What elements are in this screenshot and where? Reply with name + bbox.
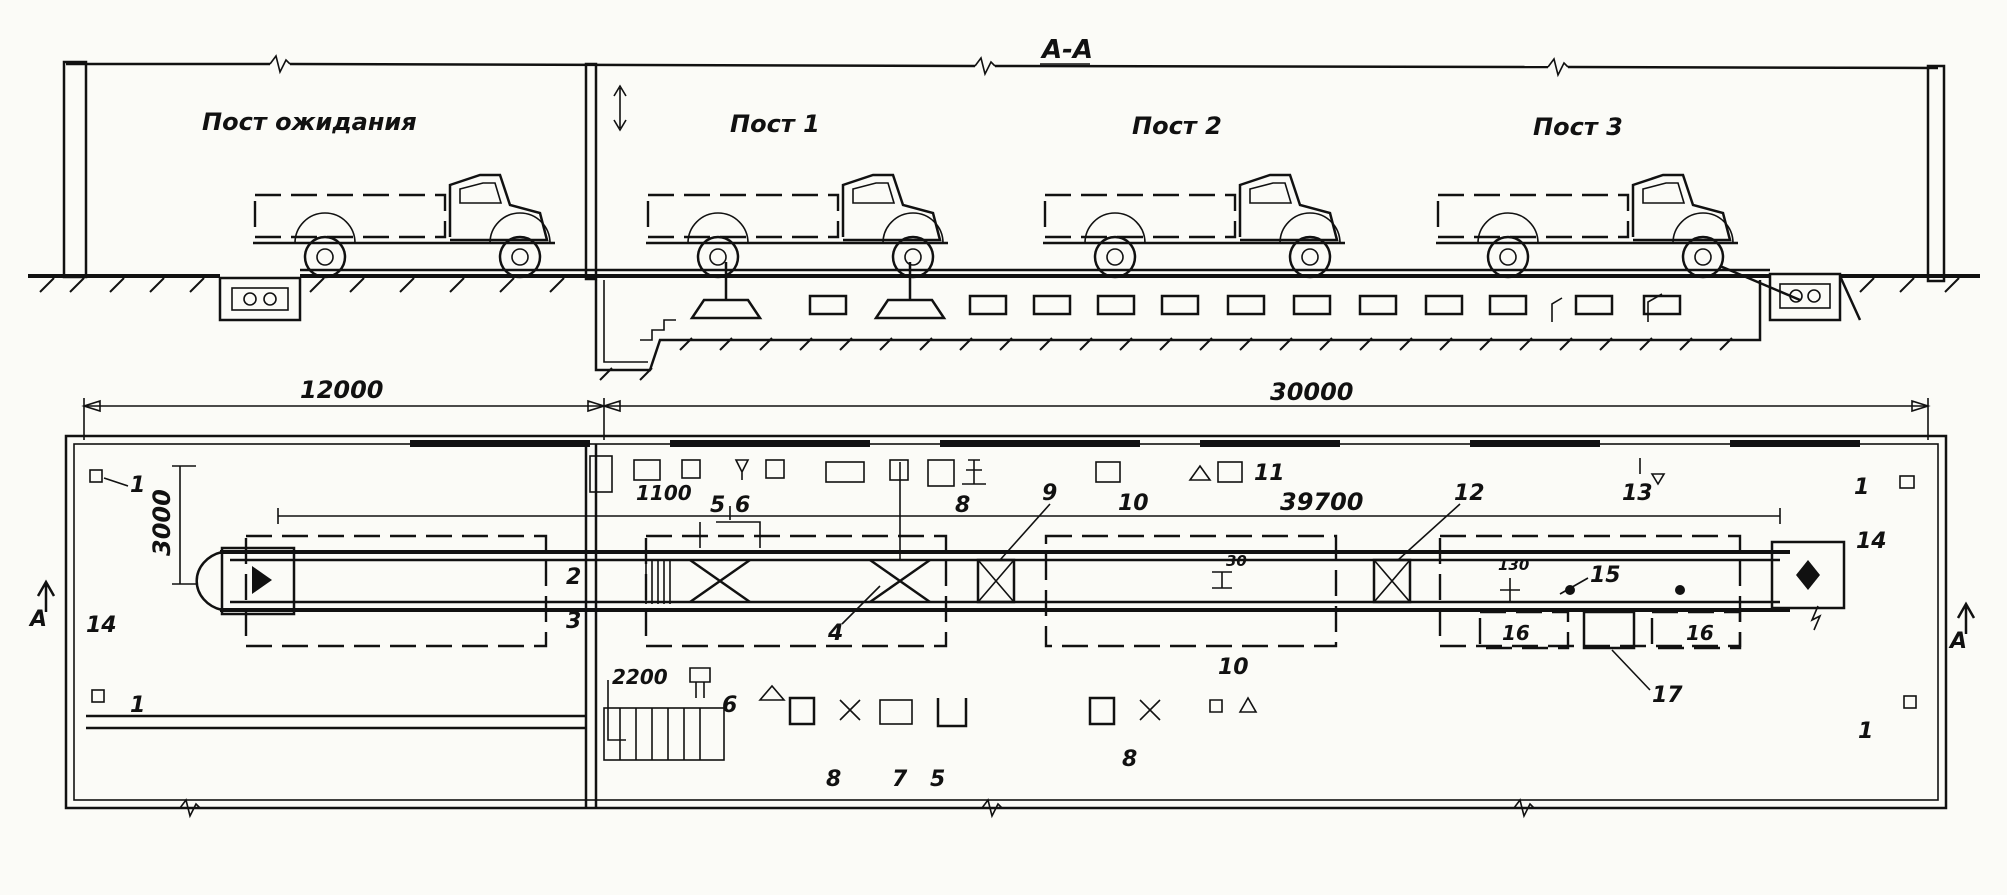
stair-flight [603,707,725,761]
section-marker-left: A [28,607,47,632]
up-down-arrow-icon [613,84,627,132]
dimension-39700: 39700 [1280,488,1364,516]
callout-3: 3 [566,609,581,634]
lift-post-1b [873,262,947,320]
right-drive-station [1768,272,1842,322]
middle-wall-column [584,62,598,281]
callout-1-top-right: 1 [1854,475,1869,500]
callout-14-right: 14 [1856,529,1887,554]
oil-dispenser-17 [1582,610,1636,650]
callout-10-top: 10 [1118,491,1149,516]
dimension-30000: 30000 [1270,378,1354,406]
callout-15: 15 [1590,563,1621,588]
bench-16a [1478,610,1570,650]
trench-stairs [640,319,676,341]
post-label-3: Пост 3 [1533,113,1623,141]
post-label-1: Пост 1 [730,110,820,138]
callout-5-top: 5 [710,493,725,518]
left-wall-column [62,60,88,279]
zone-post-2 [1044,534,1338,648]
dimension-12000: 12000 [300,376,384,404]
callout-10-bottom: 10 [1218,655,1249,680]
waiting-room-rail [86,714,586,730]
dimension-130: 130 [1498,556,1529,574]
section-view: A-A Пост ожидания Пост 1 Пост 2 Пост 3 [28,35,1980,381]
callout-8-bottom-1: 8 [826,767,841,792]
callout-16-right: 16 [1686,621,1714,645]
plan-windows [410,440,1860,447]
conveyor-head-right [1770,540,1846,610]
dimension-1100: 1100 [636,481,692,505]
right-wall-column [1926,64,1946,283]
partition-wall [584,444,598,808]
section-marker-right: A [1948,629,1967,654]
callout-1-bottom-left: 1 [130,693,145,718]
ground-hatching [39,277,1960,293]
callout-7: 7 [892,767,908,792]
bench-16b [1650,610,1742,650]
plan-view: 3000 39700 30 [28,434,1976,819]
callout-5-bottom: 5 [930,767,945,792]
dimension-2200: 2200 [612,665,668,689]
truck-post-3 [1434,173,1740,279]
section-title: A-A [1040,35,1093,65]
post-label-waiting: Пост ожидания [202,108,417,136]
callout-14-left: 14 [86,613,117,638]
dimension-lines: 12000 30000 [81,376,1931,440]
bottom-equipment [689,667,1258,728]
callout-2: 2 [566,565,581,590]
zone-waiting [244,534,548,648]
dimension-3000: 3000 [148,489,176,556]
conveyor-head-left [220,546,296,616]
truck-waiting [251,173,557,279]
callout-6-bottom: 6 [722,693,737,718]
dimension-30: 30 [1226,552,1247,570]
entry-grate [645,560,671,604]
lift-plan-1a [689,558,751,604]
callouts: 1 1 1 1 2 3 4 5 5 6 6 7 8 8 8 9 10 10 11… [86,461,1887,792]
callout-11: 11 [1254,461,1285,486]
inspection-trench [594,280,1762,372]
left-drive-station [218,276,302,322]
callout-8-bottom-2: 8 [1122,747,1137,772]
callout-1-top-left: 1 [130,473,145,498]
transition-bridge-12 [1372,558,1412,604]
zone-post-3 [1438,534,1742,648]
callout-6-top: 6 [735,493,750,518]
callout-13: 13 [1622,481,1653,506]
callout-1-bottom-right: 1 [1858,719,1873,744]
callout-12: 12 [1454,481,1485,506]
trench-lamps [808,294,1682,316]
post-label-2: Пост 2 [1132,112,1222,140]
callout-17: 17 [1652,683,1683,708]
callout-8-top: 8 [955,493,970,518]
truck-post-1 [644,173,950,279]
callout-4: 4 [827,621,843,646]
lift-plan-1b [869,558,931,604]
trench-equipment [1551,293,1663,322]
top-equipment [589,455,1666,560]
truck-post-2 [1041,173,1347,279]
transition-bridge-9 [976,558,1016,604]
building-outline [64,434,1948,810]
callout-9: 9 [1042,481,1057,506]
conveyor [220,550,1790,612]
callout-16-left: 16 [1502,621,1530,645]
lift-post-1a [689,262,763,320]
